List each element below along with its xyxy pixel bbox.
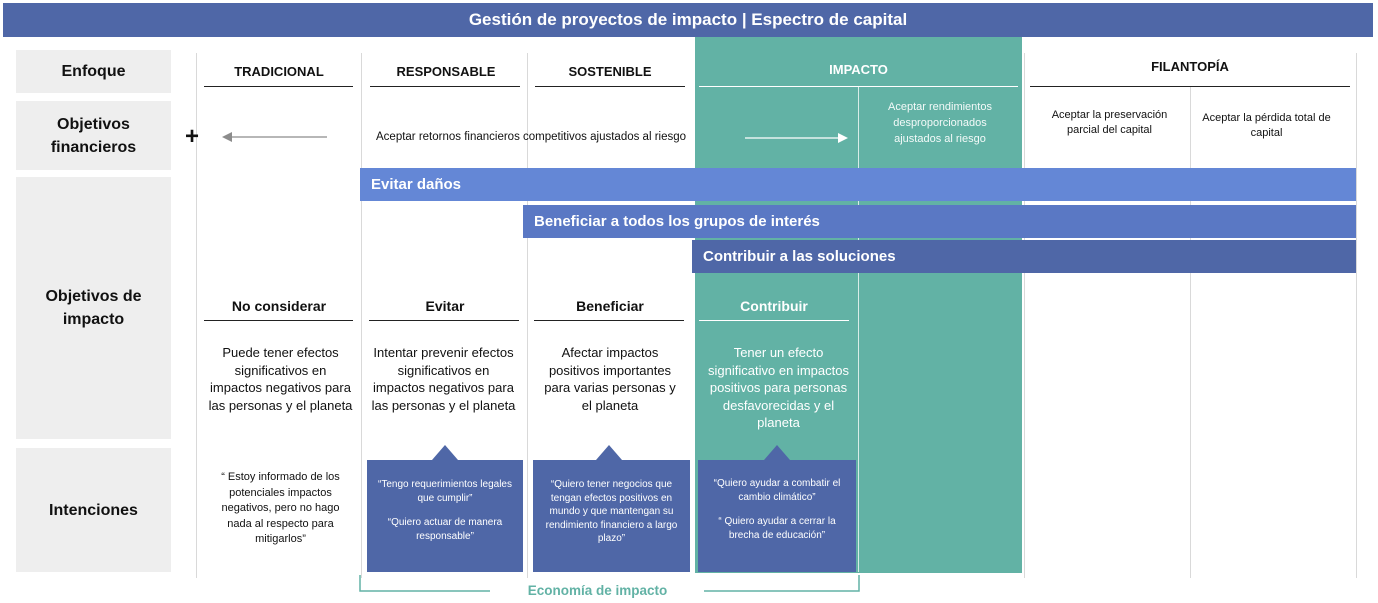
column-header-impacto: IMPACTO xyxy=(829,62,888,77)
row-label-enfoque: Enfoque xyxy=(16,50,171,93)
column-divider xyxy=(527,53,528,578)
band-contribuir: Contribuir a las soluciones xyxy=(692,240,1356,273)
intention-sustainable: “Quiero tener negocios que tengan efecto… xyxy=(545,479,678,544)
header-underline xyxy=(1030,86,1350,87)
row-label-text: Objetivos financieros xyxy=(50,115,137,156)
header-underline xyxy=(370,86,520,87)
intention-traditional: “ Estoy informado de los potenciales imp… xyxy=(221,471,340,545)
impact-head-evitar: Evitar xyxy=(425,298,465,314)
header-underline xyxy=(535,86,685,87)
intention-impact-1: “Quiero ayudar a combatir el cambio clim… xyxy=(713,478,841,503)
subhead-underline xyxy=(699,320,849,321)
subhead-underline xyxy=(369,320,519,321)
row-label-objetivos-financieros: Objetivos financieros xyxy=(16,101,171,170)
column-header-tradicional: TRADICIONAL xyxy=(234,64,324,79)
header-underline xyxy=(204,86,353,87)
callout-pointer xyxy=(596,445,622,460)
page-title: Gestión de proyectos de impacto | Espect… xyxy=(3,3,1373,37)
intention-callout-responsible: “Tengo requerimientos legales que cumpli… xyxy=(367,460,523,572)
callout-pointer xyxy=(764,445,790,460)
column-header-sostenible: SOSTENIBLE xyxy=(568,64,652,79)
row-label-intenciones: Intenciones xyxy=(16,448,171,572)
row-label-text: Objetivos de impacto xyxy=(45,288,142,328)
intention-callout-impact: “Quiero ayudar a combatir el cambio clim… xyxy=(698,460,856,572)
callout-pointer xyxy=(432,445,458,460)
impact-desc-contribuir: Tener un efecto significativo en impacto… xyxy=(708,345,849,430)
intention-responsible-1: “Tengo requerimientos legales que cumpli… xyxy=(378,479,512,504)
header-underline xyxy=(699,86,1018,87)
intention-responsible-2: “Quiero actuar de manera responsable” xyxy=(387,517,503,542)
impact-desc-no-considerar: Puede tener efectos significativos en im… xyxy=(208,345,353,413)
column-divider xyxy=(1190,86,1191,578)
intention-callout-sustainable: “Quiero tener negocios que tengan efecto… xyxy=(533,460,690,572)
column-header-responsable: RESPONSABLE xyxy=(396,64,496,79)
column-divider xyxy=(361,53,362,578)
row-label-objetivos-impacto: Objetivos de impacto xyxy=(16,177,171,439)
band-evitar-danos: Evitar daños xyxy=(360,168,1356,201)
column-divider xyxy=(1024,53,1025,578)
column-divider xyxy=(1356,53,1357,578)
arrow-right-icon xyxy=(745,133,848,143)
impact-desc-beneficiar: Afectar impactos positivos importantes p… xyxy=(544,345,676,413)
column-divider xyxy=(196,53,197,578)
financial-total-text: Aceptar la pérdida total de capital xyxy=(1202,112,1331,139)
intention-impact-2: “ Quiero ayudar a cerrar la brecha de ed… xyxy=(718,516,836,541)
column-header-filantropia: FILANTOPÍA xyxy=(1151,59,1229,74)
column-divider xyxy=(858,86,859,572)
impact-economy-bracket xyxy=(359,575,860,592)
band-beneficiar: Beneficiar a todos los grupos de interés xyxy=(523,205,1356,238)
impact-economy-label: Economía de impacto xyxy=(527,583,668,598)
impact-head-beneficiar: Beneficiar xyxy=(576,298,644,314)
subhead-underline xyxy=(204,320,353,321)
financial-competitive-text: Aceptar retornos financieros competitivo… xyxy=(376,131,687,143)
impact-desc-evitar: Intentar prevenir efectos significativos… xyxy=(371,345,516,413)
arrow-left-icon xyxy=(222,132,327,142)
plus-icon: + xyxy=(185,123,200,150)
financial-partial-text: Aceptar la preservación parcial del capi… xyxy=(1051,109,1168,136)
impact-head-contribuir: Contribuir xyxy=(740,298,808,314)
impact-head-no-considerar: No considerar xyxy=(231,298,327,314)
subhead-underline xyxy=(534,320,684,321)
financial-disproportionate-text: Aceptar rendimientos desproporcionados a… xyxy=(888,101,992,145)
